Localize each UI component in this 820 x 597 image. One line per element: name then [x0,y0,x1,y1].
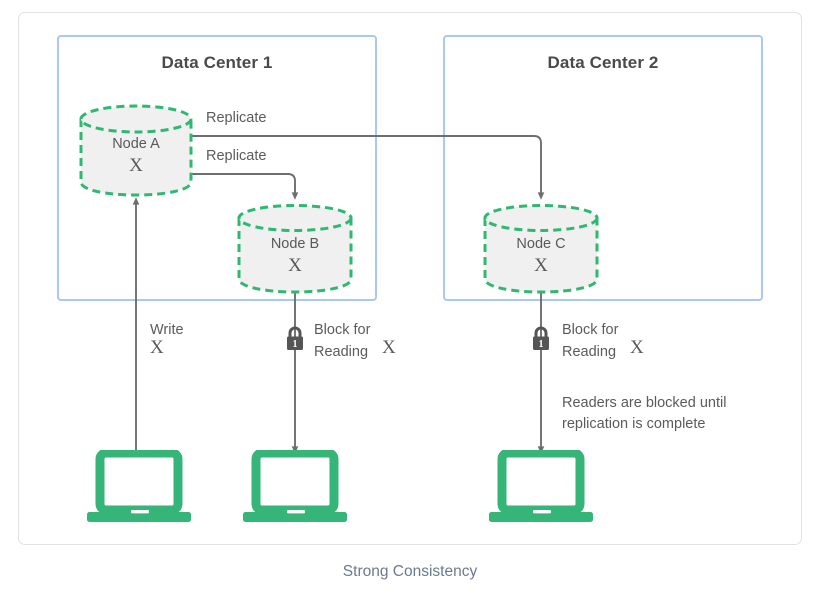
replicate-label-bottom: Replicate [206,148,267,164]
svg-text:1: 1 [539,339,544,350]
lock-icon-node-c: 1 [530,326,552,352]
node-c-shape [483,204,599,294]
block-label-b-line1: Block for [314,322,371,338]
write-value: X [150,337,164,358]
note-line1: Readers are blocked until [562,395,727,411]
laptop-icon [243,448,347,522]
block-value-b: X [382,337,396,358]
lock-icon-node-b: 1 [284,326,306,352]
datacenter-2-title: Data Center 2 [547,53,659,72]
laptop-icon [489,448,593,522]
block-label-b-line2: Reading [314,344,369,360]
node-b-cylinder[interactable]: Node B X [236,203,354,295]
note-line2: replication is complete [562,416,706,432]
client-laptop-3[interactable] [486,448,596,530]
node-a-shape [79,104,193,197]
block-value-c: X [630,337,644,358]
datacenter-1-title: Data Center 1 [161,53,273,72]
node-a-cylinder[interactable]: Node A X [78,103,194,198]
svg-text:1: 1 [293,339,298,350]
write-label: Write [150,322,184,338]
client-laptop-1[interactable] [84,448,194,530]
block-label-c-line1: Block for [562,322,619,338]
block-label-c-line2: Reading [562,344,617,360]
node-b-shape [237,204,353,294]
laptop-icon [87,448,191,522]
client-laptop-2[interactable] [240,448,350,530]
replicate-label-top: Replicate [206,110,267,126]
node-c-cylinder[interactable]: Node C X [482,203,600,295]
diagram-caption: Strong Consistency [342,563,478,580]
